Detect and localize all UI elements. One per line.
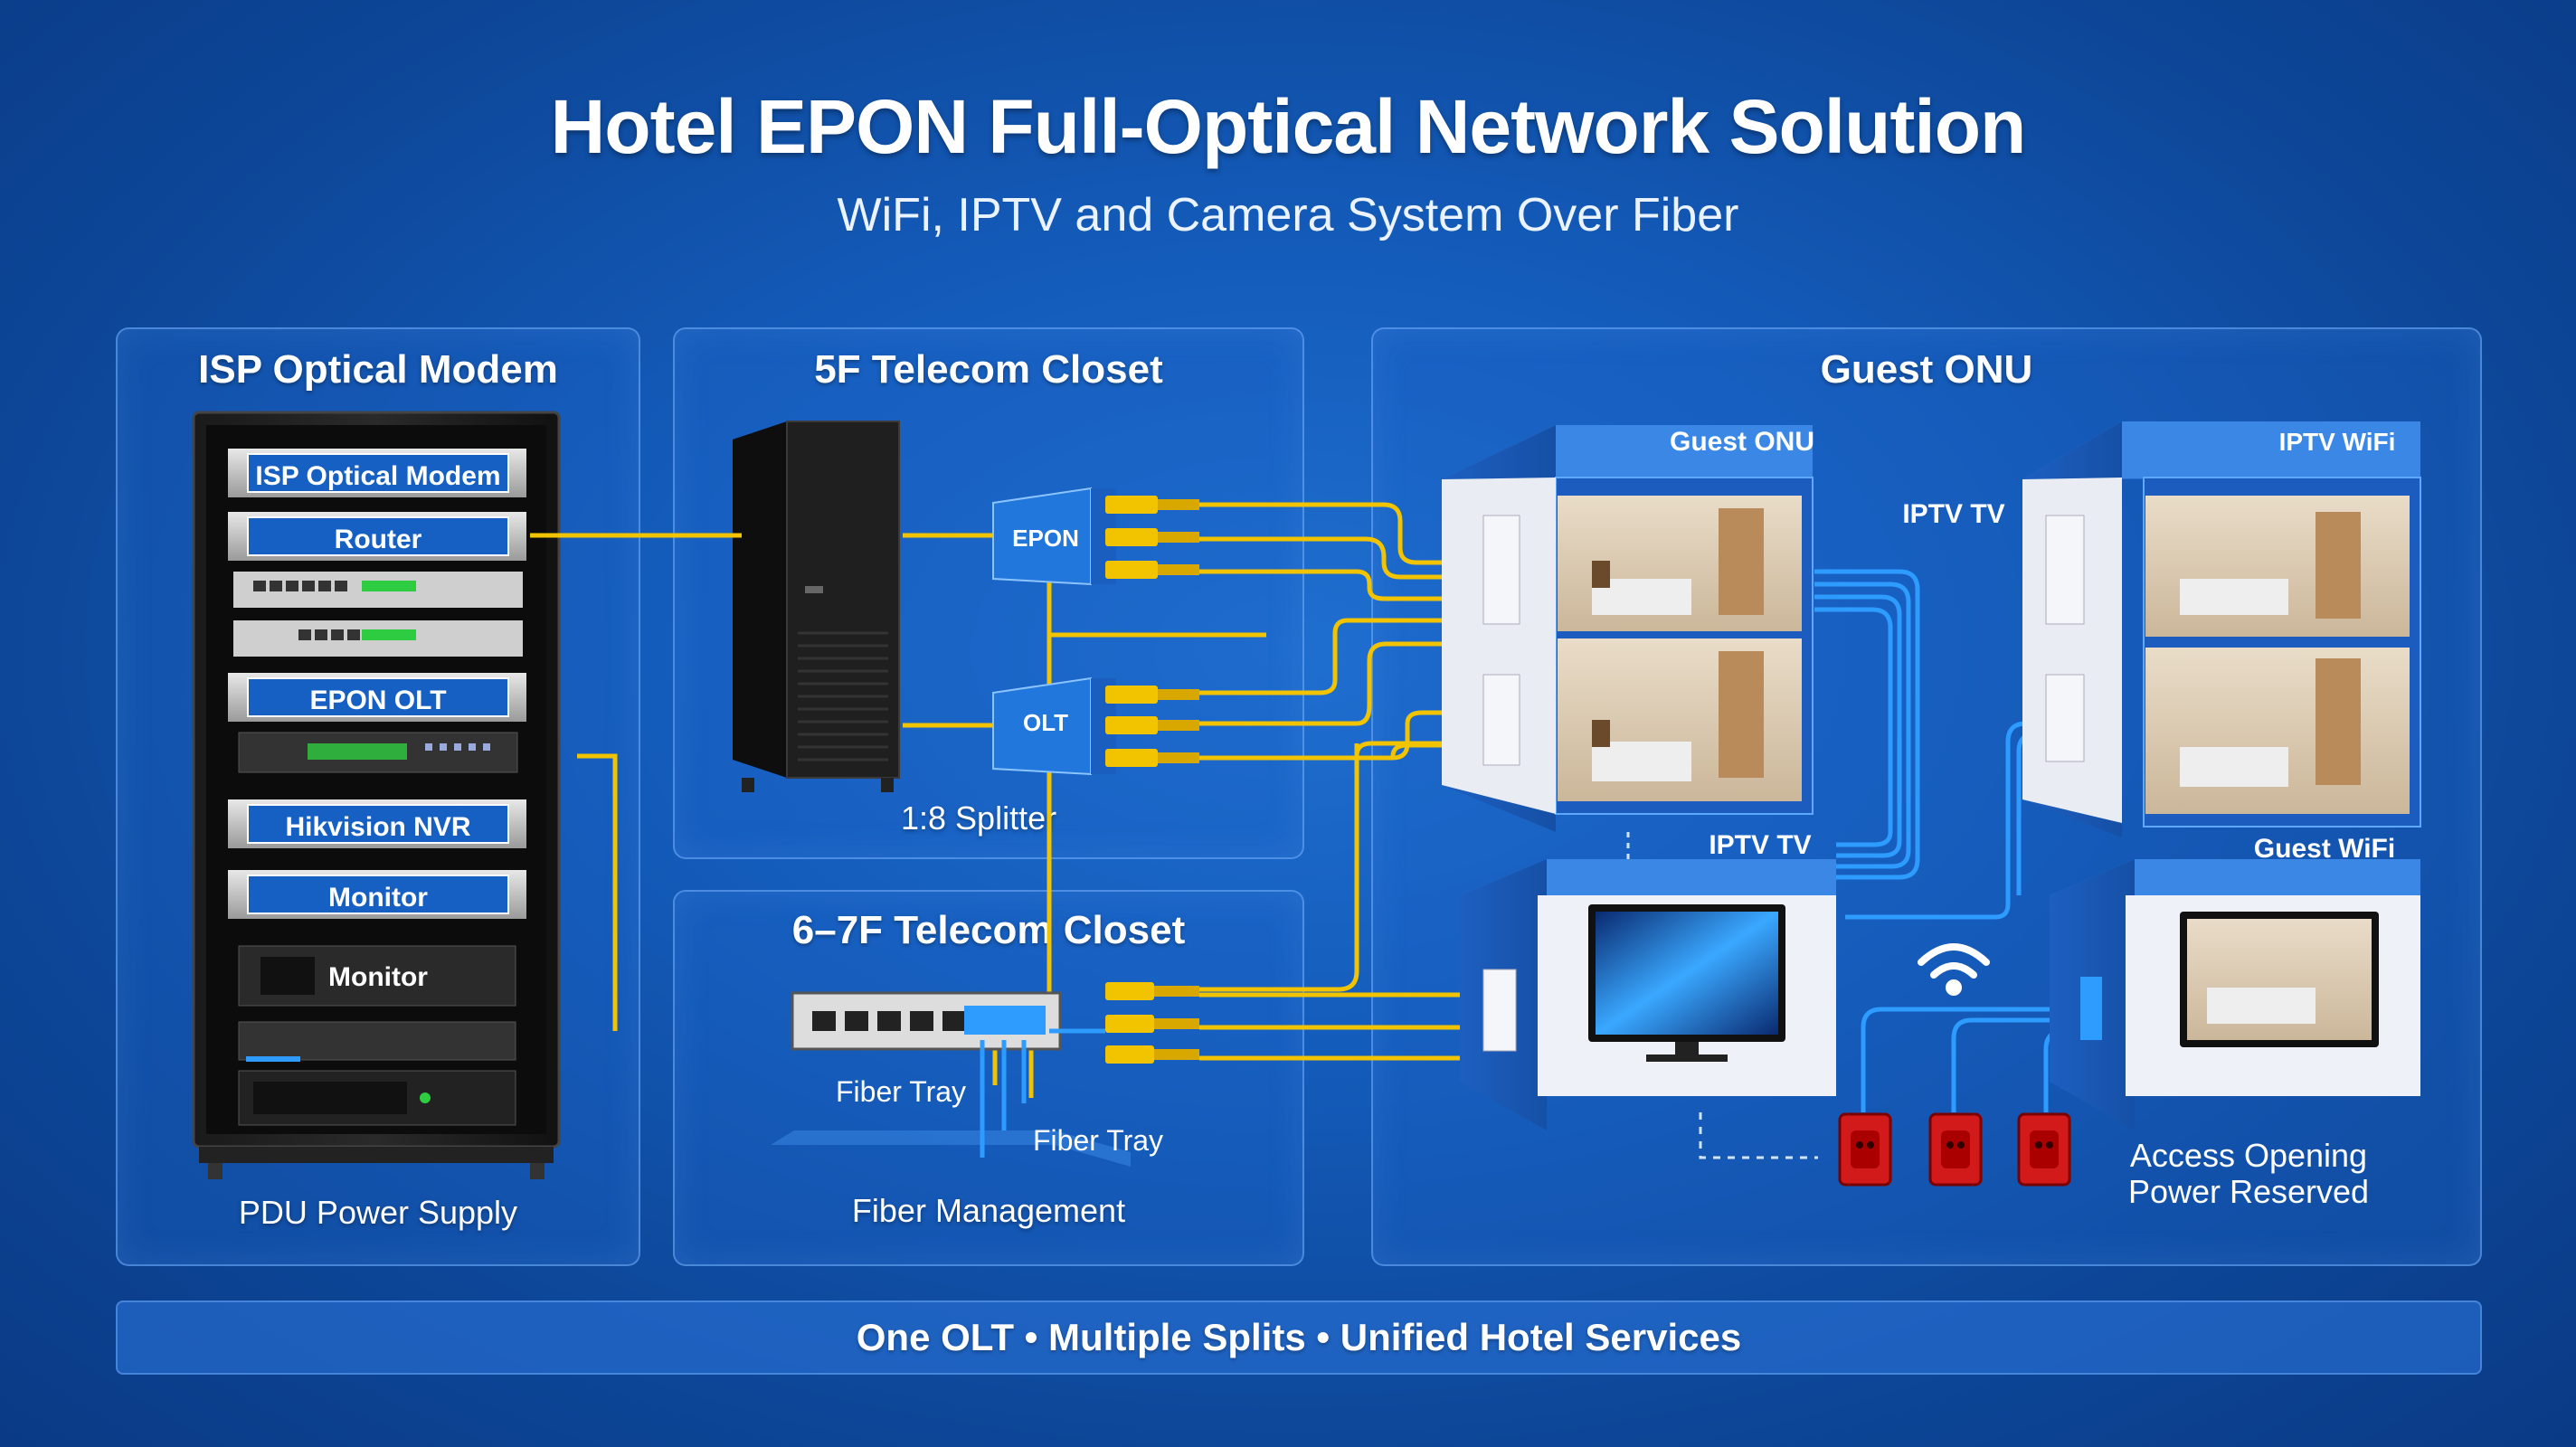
rack-label-monitor-2: Monitor [328, 962, 428, 992]
wifi-icon [1918, 943, 1990, 996]
guest-wifi-label: Guest WiFi [2254, 834, 2395, 864]
tv-room: IPTV TV [1460, 830, 1836, 1130]
closet67f-panel: 6–7F Telecom Closet Fiber Management [673, 890, 1304, 1266]
wifi-room: Guest WiFi [2050, 834, 2420, 1130]
network-cables [1814, 531, 2095, 1112]
splitter-epon-label: EPON [1012, 525, 1079, 552]
page-subtitle: WiFi, IPTV and Camera System Over Fiber [837, 189, 1739, 241]
splitter-olt: OLT [992, 676, 1199, 776]
telecom-cabinet [733, 421, 900, 792]
rack-label-monitor-1: Monitor [328, 883, 428, 913]
isp-panel-title: ISP Optical Modem [198, 347, 558, 392]
bed-1 [1592, 508, 1764, 615]
splitter-caption: 1:8 Splitter [901, 799, 1057, 837]
rack-label-epon-olt: EPON OLT [309, 686, 446, 715]
access-opening-label: Access Opening [2130, 1137, 2367, 1174]
iptv-wifi-label: IPTV WiFi [2279, 428, 2396, 456]
splitter-epon: EPON [992, 487, 1199, 586]
rack-label-router: Router [335, 525, 422, 554]
fiber-tray-label-1: Fiber Tray [836, 1075, 966, 1108]
bed-3 [2180, 512, 2361, 619]
rack-label-nvr: Hikvision NVR [285, 812, 470, 842]
splitter-olt-label: OLT [1023, 709, 1068, 736]
guest-onu-label: Guest ONU [1670, 427, 1814, 457]
power-reserved-label: Power Reserved [2128, 1173, 2369, 1210]
fiber-management-caption: Fiber Management [851, 1192, 1126, 1229]
guest-room-block-2: IPTV WiFi [2022, 421, 2421, 837]
tv-screen [1588, 904, 1785, 1062]
fiber-tray: Fiber Tray Fiber Tray [771, 982, 1199, 1167]
dashed-link-1 [1699, 1112, 1818, 1159]
guest-room-block-1: Guest ONU [1442, 425, 1814, 832]
server-rack: ISP Optical Modem Router EPON OLT Hikvis… [192, 411, 561, 1179]
power-outlet-icon [1928, 1112, 1983, 1187]
power-outlets [1838, 1112, 2071, 1187]
fiber-tray-label-2: Fiber Tray [1033, 1124, 1163, 1157]
closet67f-title: 6–7F Telecom Closet [791, 908, 1186, 952]
page-title: Hotel EPON Full-Optical Network Solution [550, 84, 2027, 169]
footer-banner: One OLT • Multiple Splits • Unified Hote… [116, 1300, 2482, 1375]
pdu-label: PDU Power Supply [238, 1194, 518, 1231]
guest-panel-title: Guest ONU [1820, 347, 2033, 392]
bed-4 [2180, 658, 2361, 787]
iptv-tv-label: IPTV TV [1709, 830, 1811, 860]
iptv-tv-label-top: IPTV TV [1902, 499, 2004, 529]
power-outlet-icon [2017, 1112, 2071, 1187]
rack-label-isp-modem: ISP Optical Modem [255, 461, 500, 491]
closet5f-title: 5F Telecom Closet [814, 347, 1163, 392]
bed-2 [1592, 651, 1764, 781]
power-outlet-icon [1838, 1112, 1892, 1187]
